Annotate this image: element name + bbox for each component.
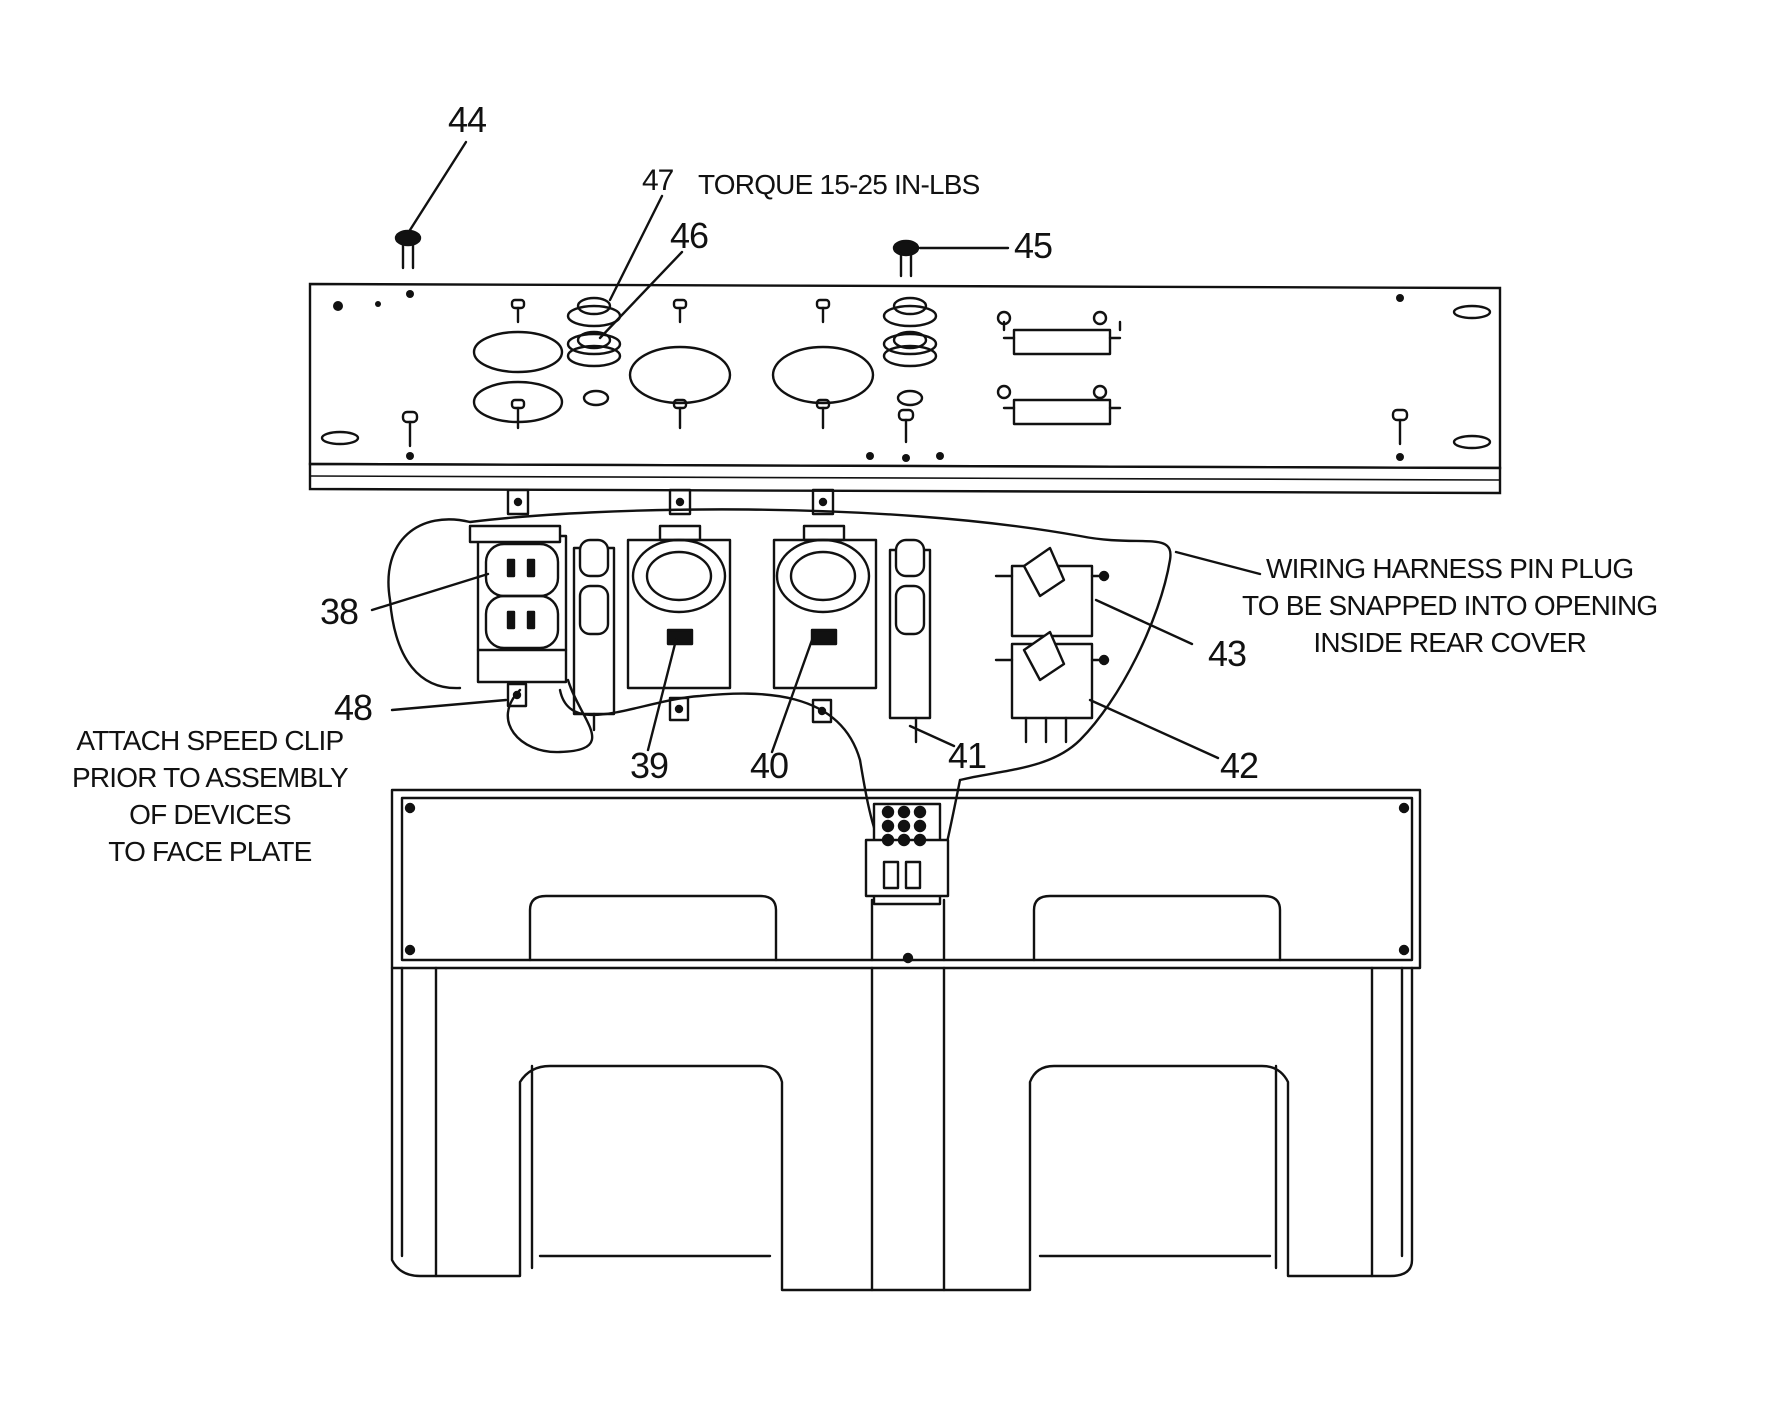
circuit-breaker-41 (888, 538, 932, 744)
circuit-breaker-left (572, 538, 616, 732)
switch-42 (994, 630, 1110, 744)
harness-note: WIRING HARNESS PIN PLUG TO BE SNAPPED IN… (1242, 550, 1658, 661)
leader-lines (370, 140, 1262, 760)
callout-39: 39 (630, 745, 669, 786)
speed-clip-note-line-4: TO FACE PLATE (108, 836, 312, 867)
wiring-harness (387, 508, 1172, 902)
harness-note-line-2: TO BE SNAPPED INTO OPENING (1242, 590, 1658, 621)
harness-plug-connector (864, 802, 950, 906)
speed-clip-note-line-3: OF DEVICES (129, 799, 291, 830)
callout-47: 47 (642, 164, 674, 197)
torque-note: TORQUE 15-25 IN-LBS (698, 169, 980, 200)
callout-42: 42 (1220, 745, 1259, 786)
duplex-receptacle-38 (468, 524, 568, 684)
callout-40: 40 (750, 745, 789, 786)
callout-44: 44 (448, 99, 487, 140)
twist-lock-receptacle-40 (772, 524, 878, 690)
switch-43 (994, 546, 1110, 638)
face-plate (308, 282, 1502, 495)
callout-48: 48 (334, 687, 373, 728)
callout-38: 38 (320, 591, 359, 632)
speed-clip-note-line-2: PRIOR TO ASSEMBLY (72, 762, 349, 793)
callout-46: 46 (670, 215, 709, 256)
callout-45: 45 (1014, 225, 1053, 266)
callout-43: 43 (1208, 633, 1247, 674)
callout-41: 41 (948, 735, 987, 776)
screw-45 (892, 239, 920, 278)
speed-clip-note: ATTACH SPEED CLIP PRIOR TO ASSEMBLY OF D… (72, 722, 349, 870)
harness-note-line-3: INSIDE REAR COVER (1313, 627, 1587, 658)
twist-lock-receptacle-39 (626, 524, 732, 690)
speed-clip-note-line-1: ATTACH SPEED CLIP (76, 725, 344, 756)
rear-cover (390, 788, 1422, 1292)
harness-note-line-1: WIRING HARNESS PIN PLUG (1265, 553, 1634, 584)
screw-44 (394, 229, 422, 270)
